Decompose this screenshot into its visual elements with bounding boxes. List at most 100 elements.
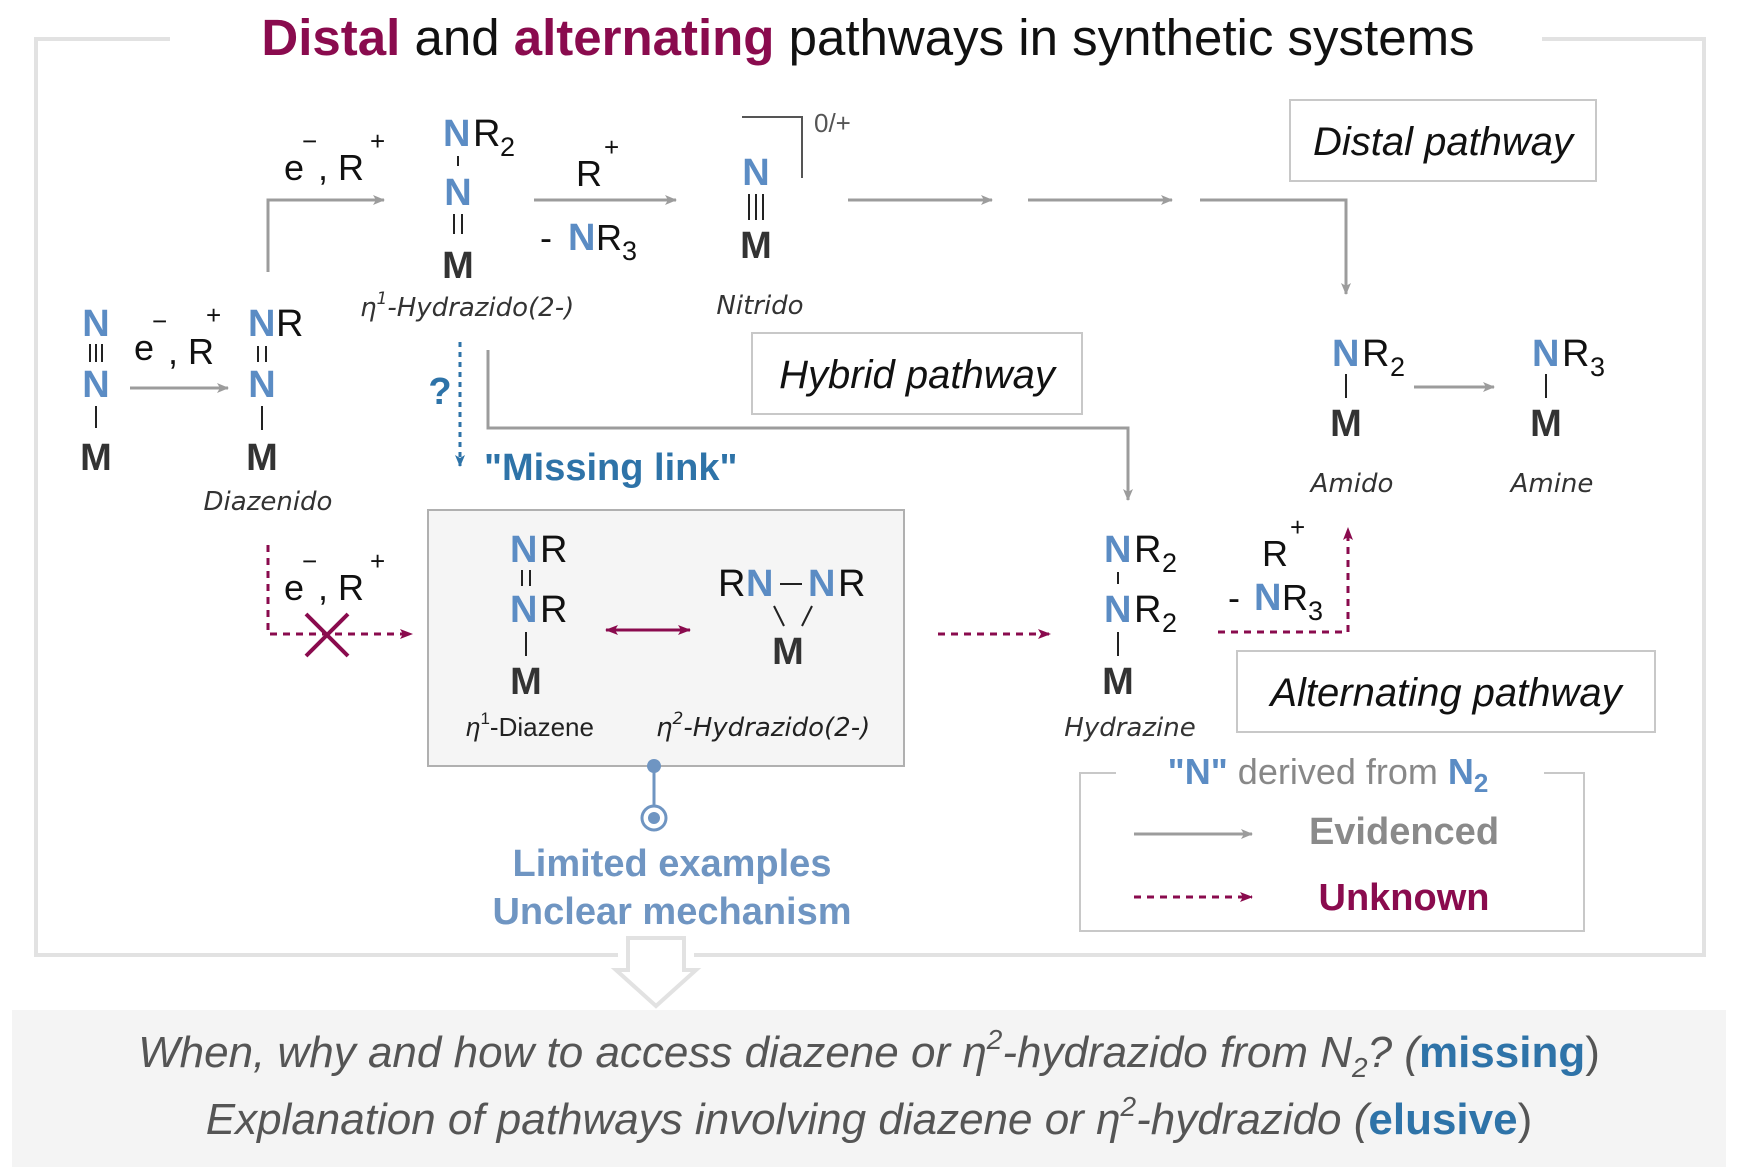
- svg-text:-: -: [540, 217, 552, 258]
- svg-text:N: N: [444, 172, 471, 214]
- svg-text:R: R: [1134, 529, 1161, 571]
- pin-icon: [640, 759, 668, 832]
- svg-text:2: 2: [1162, 608, 1177, 638]
- svg-text:M: M: [772, 631, 804, 673]
- species-nitrido: N M: [740, 152, 772, 267]
- footer-question-2: Explanation of pathways involving diazen…: [206, 1091, 1533, 1144]
- species-hydrazine: N R 2 N R 2 M: [1102, 529, 1177, 703]
- reagent-e-r-1: e − , R +: [134, 300, 221, 372]
- svg-text:+: +: [1290, 512, 1305, 542]
- footer-question-1: When, why and how to access diazene or η…: [138, 1024, 1600, 1083]
- svg-text:+: +: [206, 300, 221, 330]
- hydrazido2-label: η2-Hydrazido(2-): [656, 709, 870, 743]
- alternating-arrow: [1218, 527, 1353, 634]
- svg-text:, R: , R: [318, 567, 364, 608]
- svg-text:M: M: [1530, 403, 1562, 445]
- amido-label: Amido: [1309, 469, 1394, 499]
- svg-text:N: N: [568, 217, 595, 259]
- svg-text:e: e: [134, 327, 154, 368]
- svg-text:3: 3: [1590, 352, 1605, 382]
- arrow-to-hydrazido1: [266, 195, 385, 272]
- svg-text:N: N: [1532, 333, 1559, 375]
- svg-text:R: R: [540, 529, 567, 571]
- svg-text:N: N: [1104, 589, 1131, 631]
- double-bond: [257, 346, 267, 430]
- svg-text:R: R: [1134, 589, 1161, 631]
- svg-text:N: N: [510, 589, 537, 631]
- svg-text:R: R: [473, 113, 500, 155]
- legend-unknown-label: Unknown: [1319, 877, 1490, 919]
- reagent-r-nr3-2: R + - N R 3: [1228, 512, 1323, 626]
- diazene-label: η1-Diazene: [466, 709, 594, 742]
- svg-text:R: R: [576, 153, 602, 194]
- svg-text:M: M: [510, 661, 542, 703]
- species-n2-metal: N N M: [80, 303, 112, 479]
- svg-text:R: R: [1262, 533, 1288, 574]
- distal-arrow-to-amido: [1200, 198, 1351, 295]
- svg-text:−: −: [302, 126, 317, 156]
- svg-text:N: N: [1254, 577, 1281, 619]
- legend-evidenced-label: Evidenced: [1309, 811, 1499, 853]
- legend-title: "N" derived from N2: [1168, 751, 1489, 798]
- unclear-mechanism-text: Unclear mechanism: [492, 891, 851, 933]
- distal-pathway-label: Distal pathway: [1313, 120, 1576, 164]
- hybrid-arrow: [486, 350, 1133, 501]
- svg-text:+: +: [370, 126, 385, 156]
- svg-text:M: M: [246, 437, 278, 479]
- species-amine: N R 3 M: [1530, 333, 1605, 445]
- missing-link-label: "Missing link": [484, 447, 738, 489]
- nitrido-triple-bond: [748, 194, 764, 220]
- down-arrow-icon: [610, 936, 702, 1009]
- diazene-box: [427, 509, 905, 767]
- svg-text:R: R: [1362, 333, 1389, 375]
- svg-text:R: R: [596, 217, 622, 258]
- limited-examples-text: Limited examples: [513, 843, 832, 885]
- svg-text:e: e: [284, 147, 304, 188]
- charge-label: 0/+: [814, 108, 851, 138]
- species-diazenido: N R N M: [246, 303, 303, 479]
- svg-text:R: R: [838, 563, 865, 605]
- reagent-e-r-3: e − , R +: [284, 546, 385, 608]
- triple-bond: [89, 344, 103, 428]
- svg-text:3: 3: [622, 236, 637, 266]
- hydrazine-label: Hydrazine: [1064, 713, 1195, 743]
- svg-text:N: N: [1104, 529, 1131, 571]
- svg-text:R: R: [540, 589, 567, 631]
- svg-text:R: R: [1562, 333, 1589, 375]
- species-hydrazido1: N R 2 N M: [442, 113, 515, 287]
- svg-text:+: +: [370, 546, 385, 576]
- svg-text:e: e: [284, 567, 304, 608]
- svg-text:R: R: [276, 303, 303, 345]
- svg-text:-: -: [1228, 577, 1240, 618]
- svg-text:3: 3: [1308, 596, 1323, 626]
- diazene-bonds: [521, 570, 531, 656]
- svg-text:N: N: [1332, 333, 1359, 375]
- svg-text:, R: , R: [318, 147, 364, 188]
- svg-text:N: N: [742, 152, 769, 194]
- blocked-arrow-to-diazene: [266, 545, 413, 639]
- svg-text:N: N: [248, 303, 275, 345]
- species-hydrazido2: R N N R M: [718, 563, 865, 673]
- svg-text:N: N: [82, 364, 109, 406]
- hybrid-pathway-label: Hybrid pathway: [779, 353, 1058, 397]
- svg-text:M: M: [1102, 661, 1134, 703]
- reagent-r-nr3: R + - N R 3: [540, 132, 637, 266]
- nitrido-label: Nitrido: [716, 291, 803, 321]
- species-amido: N R 2 M: [1330, 333, 1405, 445]
- species-diazene: N R N R M: [510, 529, 567, 703]
- svg-text:N: N: [443, 113, 470, 155]
- svg-text:N: N: [746, 563, 773, 605]
- svg-text:M: M: [740, 225, 772, 267]
- question-mark: ?: [428, 371, 451, 413]
- svg-text:N: N: [510, 529, 537, 571]
- svg-text:N: N: [248, 364, 275, 406]
- svg-text:R: R: [718, 563, 745, 605]
- svg-text:−: −: [152, 306, 167, 336]
- svg-text:+: +: [604, 132, 619, 162]
- svg-text:2: 2: [500, 132, 515, 162]
- svg-text:2: 2: [1390, 352, 1405, 382]
- svg-text:, R: , R: [168, 331, 214, 372]
- legend-frame: [1079, 772, 1585, 932]
- svg-text:M: M: [80, 437, 112, 479]
